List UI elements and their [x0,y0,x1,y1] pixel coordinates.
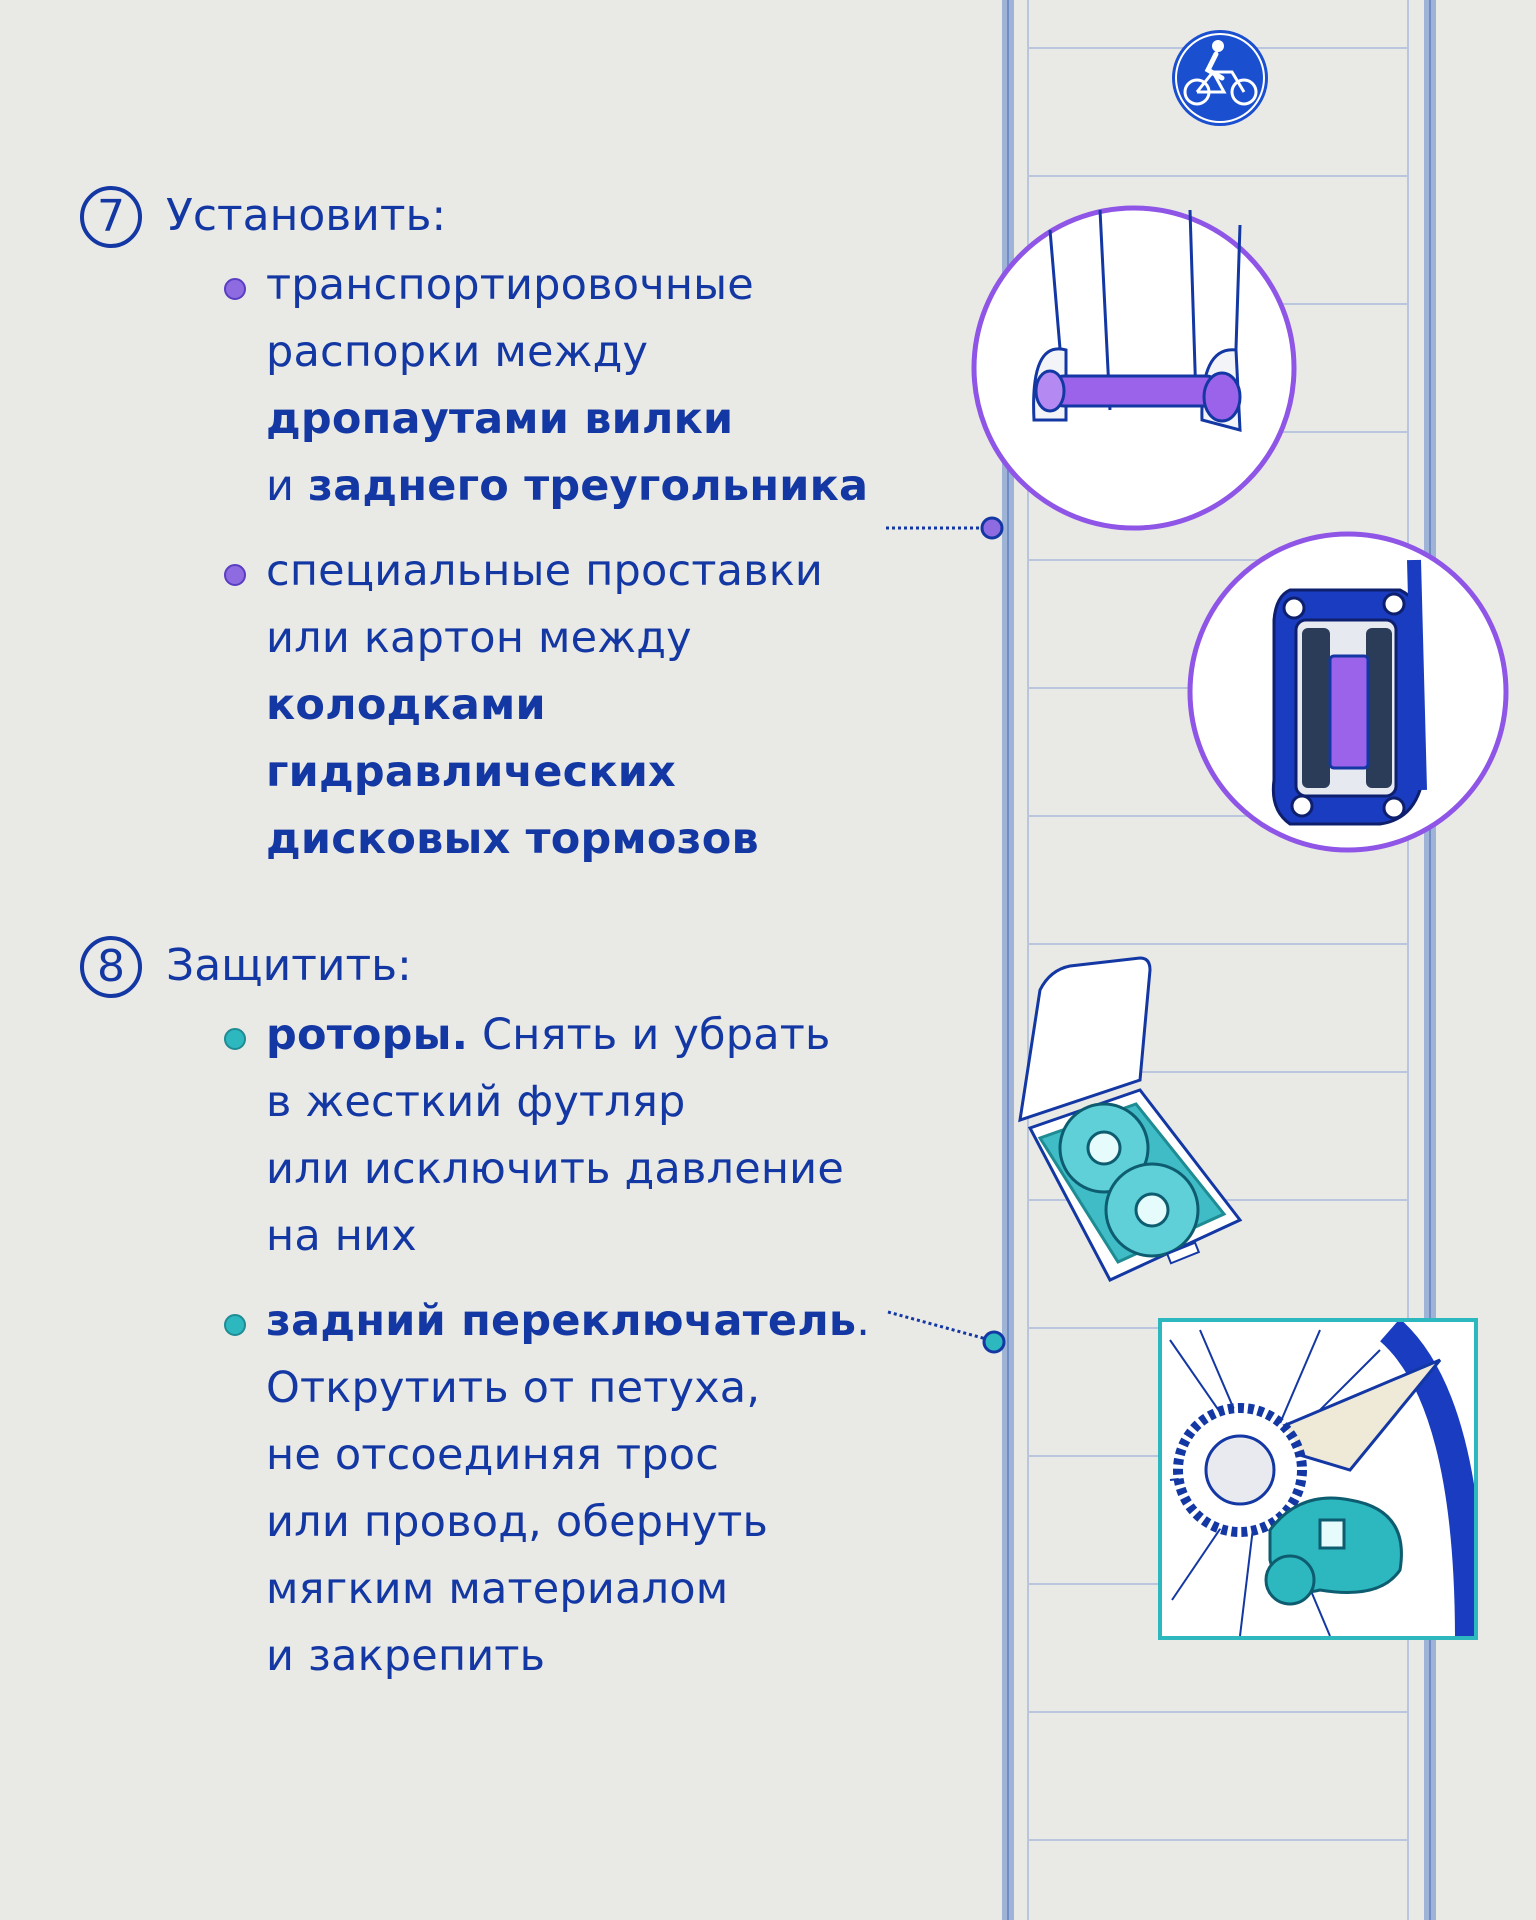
step-number-8: 8 [80,936,142,998]
bullet-text: не отсоединяя трос [266,1430,720,1480]
step-number-7: 7 [80,186,142,248]
step-title-8: Защитить: [166,940,412,991]
rotor-case-illustration [1018,956,1243,1282]
bullet-text-bold: дисковых тормозов [266,814,759,864]
rear-derailleur-wrapped-illustration [1158,1318,1478,1640]
bullet-dot-icon [224,1028,246,1050]
bullet-dot-icon [224,1314,246,1336]
bullet-text: . [856,1296,871,1346]
bullet-text: и закрепить [266,1631,546,1681]
bullet-dot-icon [224,564,246,586]
bullet-text: специальные проставки [266,546,824,596]
bullet-text: на них [266,1211,417,1261]
bullet-text-bold: гидравлических [266,747,676,797]
bullet-text: в жесткий футляр [266,1077,686,1127]
bullet-text: Открутить от петуха, [266,1363,761,1413]
bullet-text-bold: роторы. [266,1010,469,1060]
connector-lines [886,516,1006,1354]
bullet-text: и [266,461,309,511]
bullet-text: мягким материалом [266,1564,729,1614]
bullet-text: или исключить давление [266,1144,844,1194]
bullet-dot-icon [224,278,246,300]
cyclist-icon [1172,30,1268,126]
bullet-text: распорки между [266,327,649,377]
bullet-text: Снять и убрать [468,1010,831,1060]
brake-caliper-spacer-illustration [1187,531,1509,853]
bullet-text-bold: колодками [266,680,546,730]
bullet-text: или провод, обернуть [266,1497,769,1547]
bullet-text-bold: дропаутами вилки [266,394,734,444]
bullet-text: транспортировочные [266,260,754,310]
bullet-text: или картон между [266,613,692,663]
bullet-text-bold: заднего треугольника [308,461,869,511]
step-title-7: Установить: [166,190,447,241]
bullet-text-bold: задний переключатель [266,1296,857,1346]
fork-dropout-spacer-illustration [971,205,1297,531]
